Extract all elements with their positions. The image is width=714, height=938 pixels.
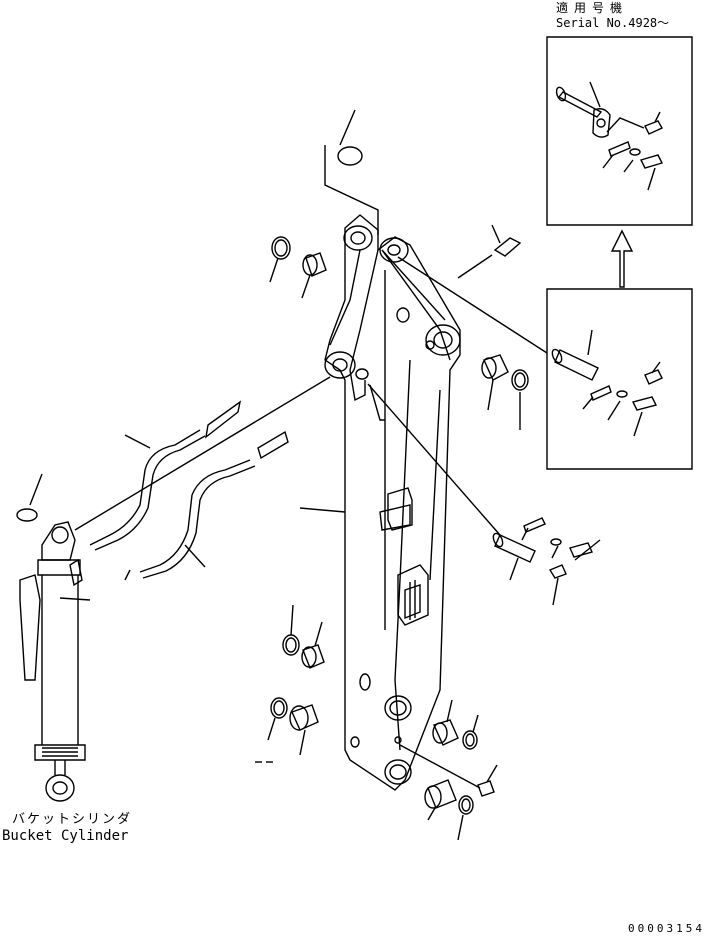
- up-arrow-icon: [612, 231, 632, 287]
- bucket-cylinder: [17, 474, 90, 801]
- bushings-bottom-left: [255, 605, 324, 762]
- serial-label: Serial No.4928～: [556, 16, 669, 30]
- hydraulic-hoses: [75, 377, 330, 580]
- decal: [325, 110, 378, 235]
- cylinder-label-en: Bucket Cylinder: [2, 828, 128, 844]
- inset-box-new: [547, 37, 692, 225]
- bushings-bottom-right: [400, 700, 497, 840]
- drawing-number: 00003154: [628, 922, 705, 935]
- inset-box-current: [547, 289, 692, 469]
- pin-detail-current: [550, 330, 662, 436]
- cylinder-label-jp: バケットシリンダ: [12, 812, 132, 827]
- bushings-top-left: [270, 237, 326, 298]
- pin-detail-new: [555, 82, 662, 190]
- bushings-top-right: [458, 225, 528, 430]
- pin-group-middle: [491, 518, 600, 605]
- applicable-label: 適用号機: [556, 0, 628, 15]
- arm-body: [300, 215, 460, 790]
